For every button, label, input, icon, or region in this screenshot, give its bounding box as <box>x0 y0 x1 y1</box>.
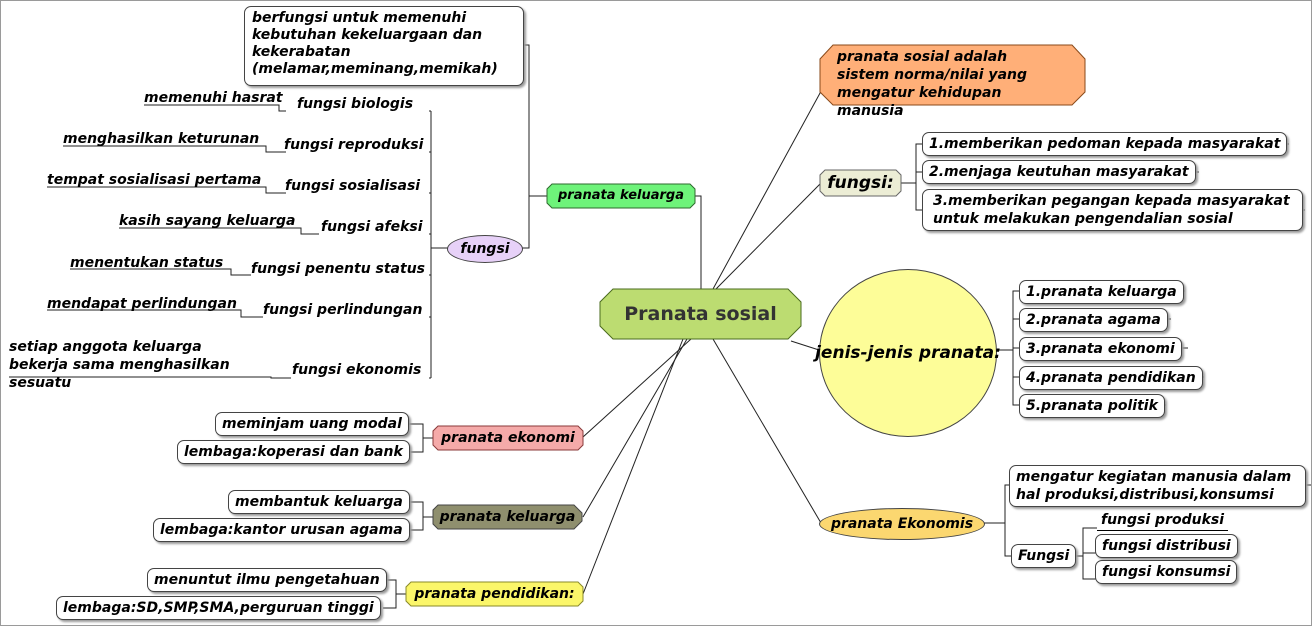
jenis-item[interactable]: 5.pranata politik <box>1019 394 1165 418</box>
function-name[interactable]: fungsi biologis <box>297 96 414 112</box>
ekonomi-node-shape <box>432 425 584 451</box>
keluarga-top-note[interactable]: berfungsi untuk memenuhi kebutuhan kekel… <box>244 6 524 86</box>
function-name[interactable]: fungsi perlindungan <box>263 302 423 318</box>
fungsi-right-item[interactable]: 1.memberikan pedoman kepada masyarakat <box>922 132 1288 156</box>
central-node-shape <box>599 288 802 340</box>
fungsi-right-node[interactable]: fungsi: <box>827 173 894 193</box>
fungsi-right-node-shape <box>819 169 902 197</box>
ekonomi-node[interactable]: pranata ekonomi <box>441 430 575 446</box>
function-desc[interactable]: tempat sosialisasi pertama <box>47 172 262 188</box>
pendidikan-node-shape <box>405 581 584 607</box>
pendidikan-node[interactable]: pranata pendidikan: <box>414 586 575 602</box>
jenis-label: jenis-jenis pranata: <box>815 343 1001 363</box>
pendidikan-item[interactable]: menuntut ilmu pengetahuan <box>147 568 387 592</box>
ekonomi-item[interactable]: meminjam uang modal <box>215 412 409 436</box>
fungsi-right-item[interactable]: 3.memberikan pegangan kepada masyarakat … <box>922 189 1303 231</box>
jenis-item[interactable]: 4.pranata pendidikan <box>1019 366 1203 390</box>
ekonomi-item[interactable]: lembaga:koperasi dan bank <box>177 440 410 464</box>
function-desc[interactable]: menentukan status <box>70 255 224 271</box>
function-desc[interactable]: setiap anggota keluarga bekerja sama men… <box>9 339 230 391</box>
fungsi-oval-label: fungsi <box>460 241 510 257</box>
function-name[interactable]: fungsi penentu status <box>251 261 425 277</box>
agama-item[interactable]: membantuk keluarga <box>228 490 410 514</box>
central-topic[interactable]: Pranata sosial <box>624 303 777 325</box>
agama-node-shape <box>432 504 583 530</box>
ekonomis-oval[interactable]: pranata Ekonomis <box>819 508 985 540</box>
function-desc[interactable]: menghasilkan keturunan <box>63 131 260 147</box>
keluarga-node[interactable]: pranata keluarga <box>557 188 684 203</box>
ekonomis-fungsi-item[interactable]: fungsi konsumsi <box>1095 560 1238 584</box>
function-desc[interactable]: kasih sayang keluarga <box>119 213 296 229</box>
ekonomis-desc[interactable]: mengatur kegiatan manusia dalam hal prod… <box>1009 465 1306 507</box>
function-name[interactable]: fungsi afeksi <box>321 219 423 235</box>
function-name[interactable]: fungsi ekonomis <box>292 362 422 378</box>
line-central-keluarga <box>695 195 702 289</box>
jenis-item[interactable]: 1.pranata keluarga <box>1019 280 1184 304</box>
pendidikan-item[interactable]: lembaga:SD,SMP,SMA,perguruan tinggi <box>56 596 381 620</box>
ekonomis-label: pranata Ekonomis <box>830 516 974 532</box>
definition-node[interactable]: pranata sosial adalah sistem norma/nilai… <box>837 49 1027 119</box>
ekonomis-fungsi-node[interactable]: Fungsi <box>1011 544 1077 568</box>
ekonomis-fungsi-item[interactable]: fungsi produksi <box>1097 511 1229 531</box>
jenis-item[interactable]: 2.pranata agama <box>1019 308 1168 332</box>
agama-node[interactable]: pranata keluarga <box>439 509 576 525</box>
function-desc[interactable]: mendapat perlindungan <box>47 296 237 312</box>
definition-node-shape <box>819 44 1086 106</box>
ekonomis-fungsi-item[interactable]: fungsi distribusi <box>1095 534 1238 558</box>
keluarga-node-shape <box>546 183 696 209</box>
function-desc[interactable]: memenuhi hasrat <box>144 90 283 106</box>
jenis-item[interactable]: 3.pranata ekonomi <box>1019 337 1182 361</box>
fungsi-oval[interactable]: fungsi <box>447 235 523 263</box>
function-name[interactable]: fungsi reproduksi <box>284 137 424 153</box>
fungsi-right-item[interactable]: 2.menjaga keutuhan masyarakat <box>922 160 1196 184</box>
agama-item[interactable]: lembaga:kantor urusan agama <box>153 518 410 542</box>
jenis-circle[interactable]: jenis-jenis pranata: <box>815 269 1001 437</box>
function-name[interactable]: fungsi sosialisasi <box>285 178 421 194</box>
